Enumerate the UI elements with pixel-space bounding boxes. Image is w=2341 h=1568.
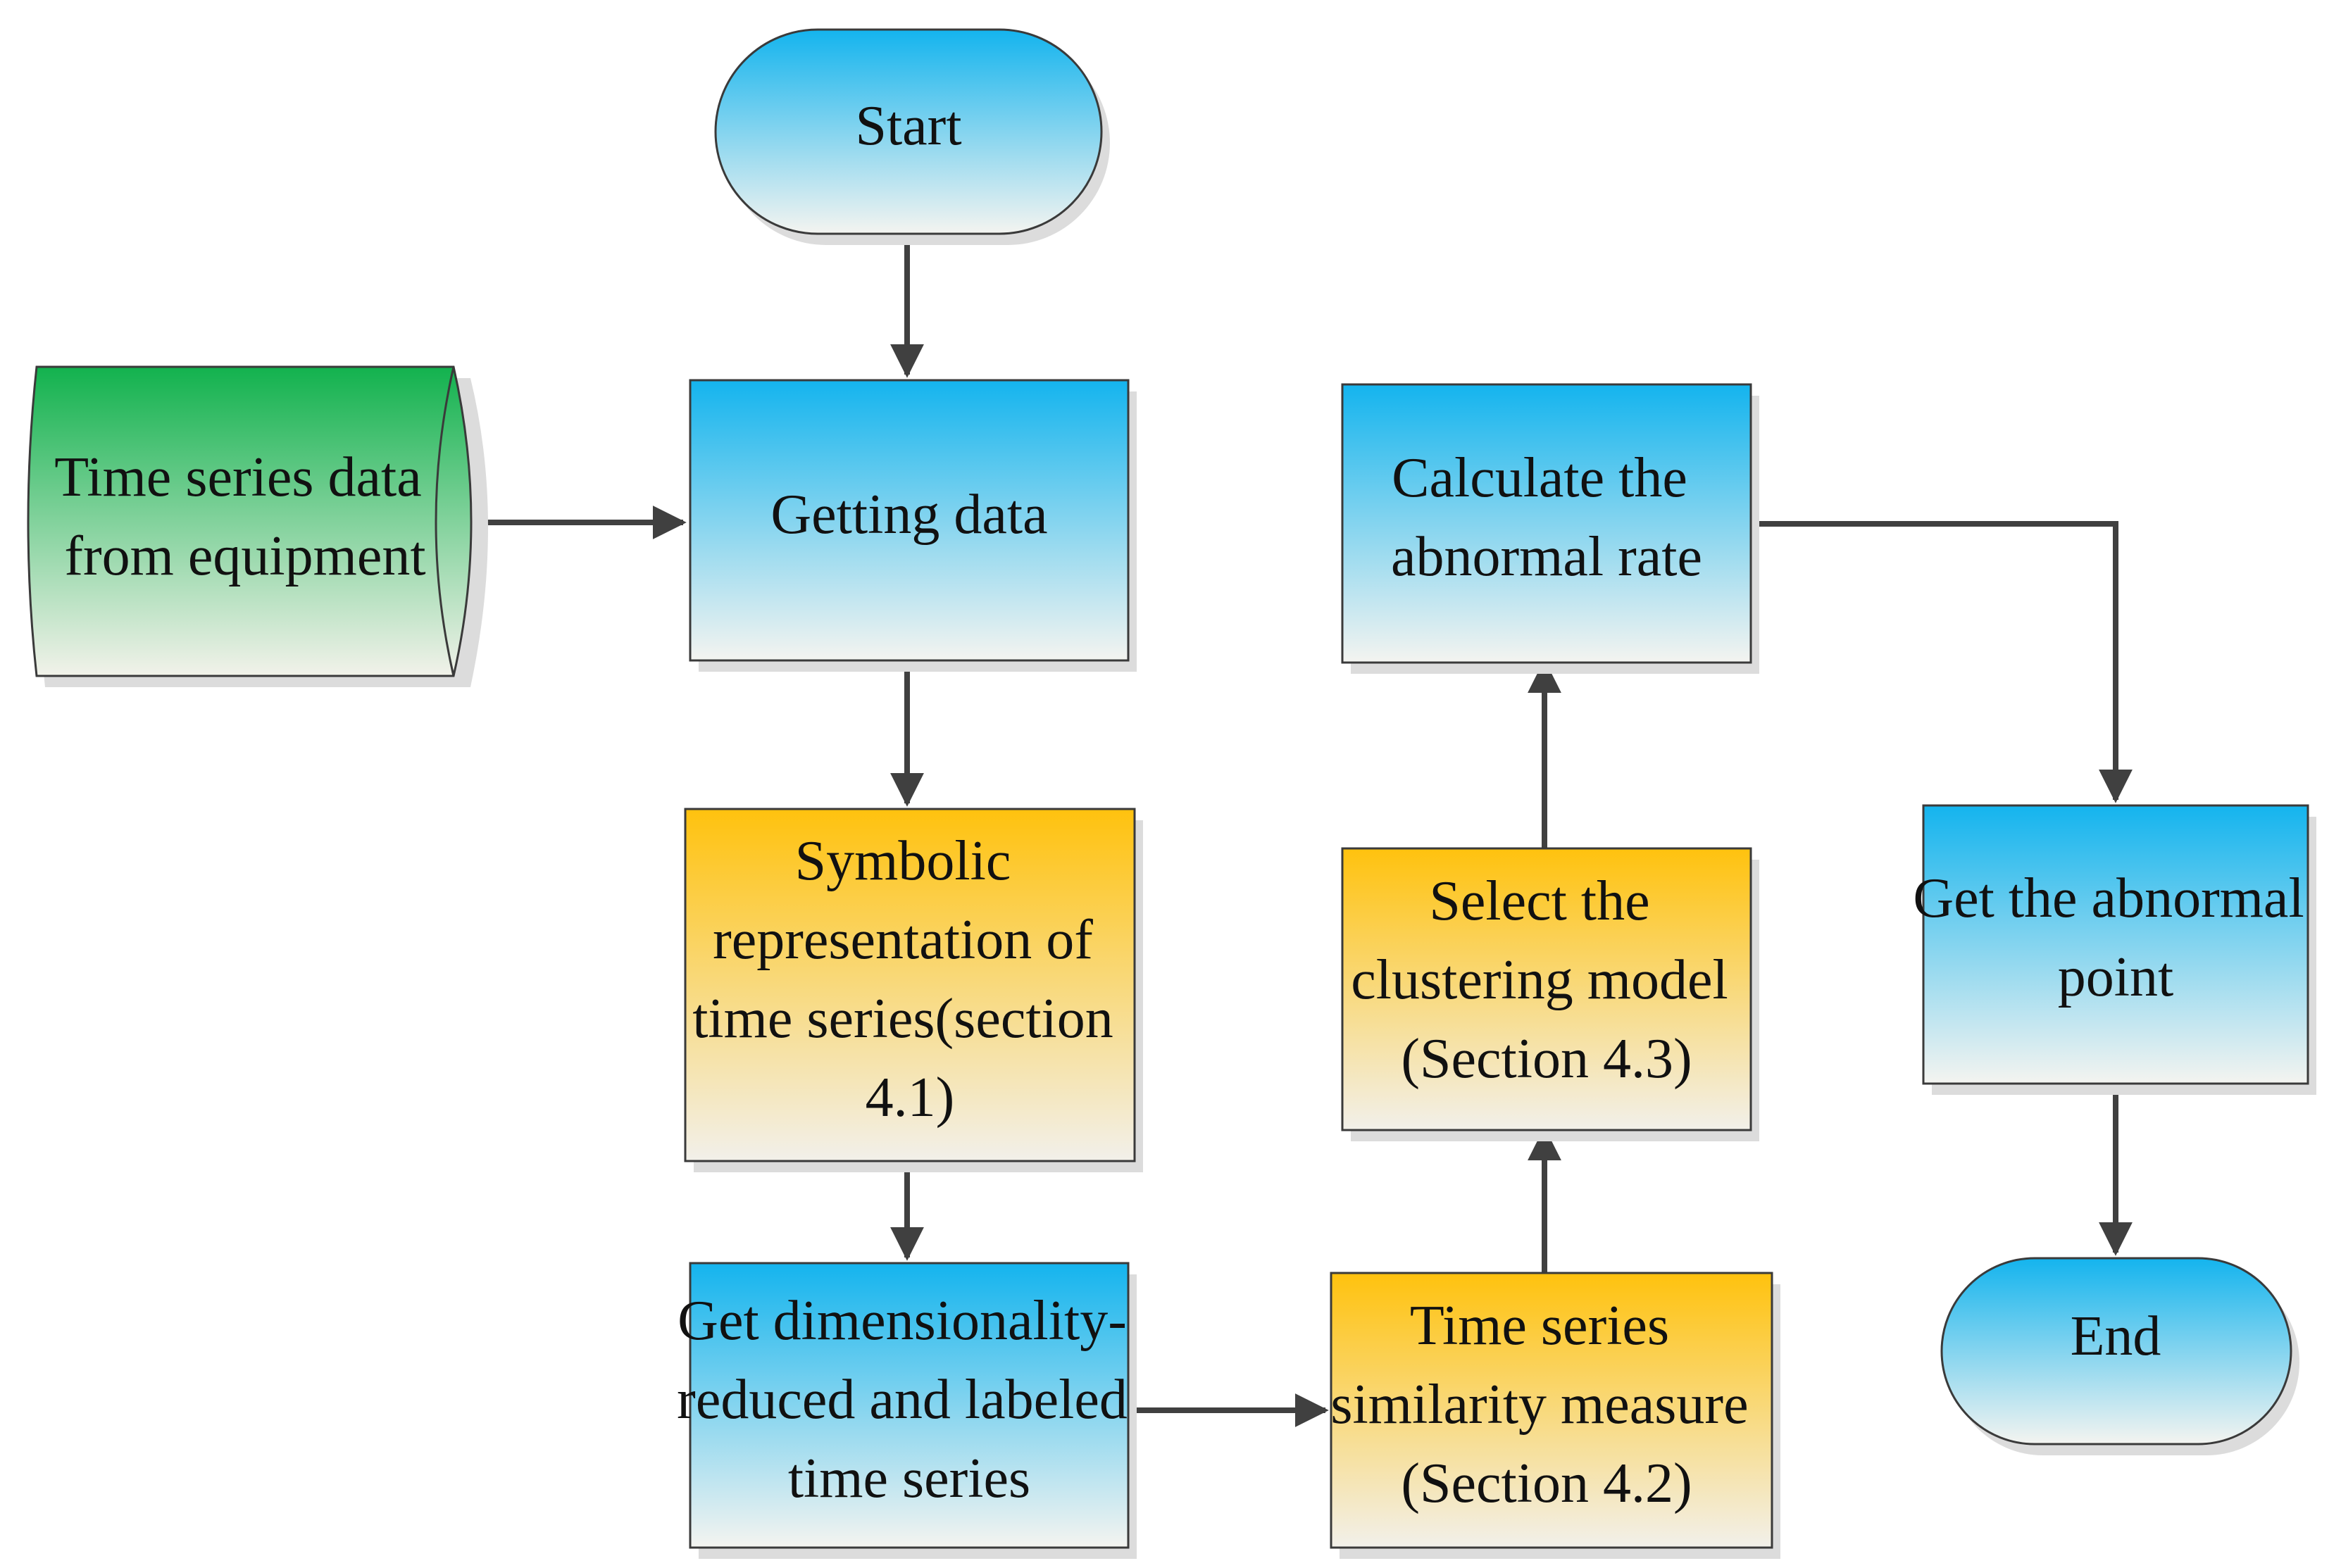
getting-data-label: Getting data — [770, 484, 1047, 546]
abnormal-point-node: Get the abnormal point — [1913, 804, 2318, 1095]
source-label-line-2: from equipment — [64, 525, 425, 587]
symbolic-label-line-4: 4.1) — [866, 1067, 955, 1129]
getting-data-label-line: Getting data — [770, 484, 1047, 546]
source-label-line-1: Time series data — [54, 446, 421, 508]
end-label-line: End — [2071, 1305, 2161, 1367]
symbolic-label: Symbolic representation of time series(s… — [692, 830, 1128, 1129]
reduced-label-line-3: time series — [788, 1448, 1030, 1510]
arrow-calculate-to-abnormal — [1749, 521, 2133, 803]
reduced-label-line-2: reduced and labeled — [677, 1369, 1128, 1431]
time-series-source-node: Time series data from equipment — [27, 365, 488, 687]
connectors — [485, 232, 2133, 1427]
getting-data-node: Getting data — [689, 379, 1137, 672]
end-label: End — [2071, 1305, 2161, 1367]
reduced-series-node: Get dimensionality- reduced and labeled … — [677, 1262, 1142, 1559]
clustering-model-node: Select the clustering model (Section 4.3… — [1341, 847, 1759, 1141]
similarity-label: Time series similarity measure (Section … — [1330, 1295, 1762, 1514]
start-label-line: Start — [855, 95, 961, 157]
symbolic-label-line-1: Symbolic — [795, 830, 1011, 892]
abnormal-label: Get the abnormal point — [1913, 867, 2318, 1008]
reduced-label: Get dimensionality- reduced and labeled … — [677, 1290, 1142, 1510]
calculate-label-line-1: Calculate the — [1392, 447, 1687, 509]
reduced-label-line-1: Get dimensionality- — [678, 1290, 1127, 1352]
symbolic-label-line-2: representation of — [713, 909, 1093, 971]
calculate-rate-node: Calculate the abnormal rate — [1341, 383, 1759, 674]
start-node: Start — [714, 28, 1110, 245]
end-node: End — [1940, 1257, 2299, 1455]
symbolic-label-line-3: time series(section — [692, 988, 1113, 1050]
source-label: Time series data from equipment — [54, 446, 435, 587]
start-label: Start — [855, 95, 961, 157]
abnormal-label-line-2: point — [2058, 946, 2173, 1008]
clustering-label-line-3: (Section 4.3) — [1401, 1028, 1692, 1090]
clustering-label: Select the clustering model (Section 4.3… — [1351, 870, 1742, 1090]
clustering-label-line-1: Select the — [1429, 870, 1649, 932]
clustering-label-line-2: clustering model — [1351, 949, 1728, 1011]
similarity-label-line-1: Time series — [1410, 1295, 1669, 1357]
similarity-measure-node: Time series similarity measure (Section … — [1330, 1272, 1780, 1559]
similarity-label-line-2: similarity measure — [1330, 1374, 1748, 1436]
calculate-label: Calculate the abnormal rate — [1391, 447, 1702, 588]
similarity-label-line-3: (Section 4.2) — [1401, 1453, 1692, 1514]
abnormal-label-line-1: Get the abnormal — [1913, 867, 2304, 929]
symbolic-representation-node: Symbolic representation of time series(s… — [684, 808, 1143, 1172]
calculate-label-line-2: abnormal rate — [1391, 526, 1702, 588]
